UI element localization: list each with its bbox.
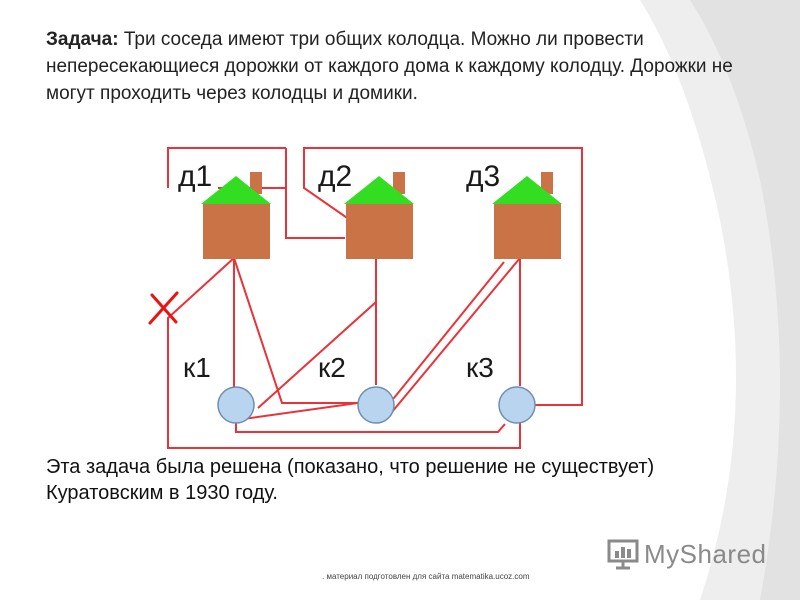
house-1-chimney [250, 172, 262, 194]
house-1-roof [201, 176, 271, 204]
path-d3-k2 [391, 257, 521, 413]
path-left-frame [167, 147, 286, 188]
house-1-wall [203, 203, 270, 259]
well-1: к1 [183, 352, 255, 424]
path-d1-k2 [233, 257, 360, 404]
house-2-chimney [393, 172, 405, 194]
house-2-label: д2 [318, 160, 352, 193]
well-1-label: к1 [183, 352, 211, 383]
well-2-circle [357, 386, 395, 424]
myshared-logo: MyShared [606, 536, 767, 572]
path-d2-k3 [303, 147, 583, 406]
house-3-chimney [541, 172, 553, 194]
result-text: Эта задача была решена (показано, что ре… [46, 456, 655, 504]
footer-source: . материал подготовлен для сайта matemat… [322, 572, 530, 581]
paths [167, 147, 583, 449]
path-d1-over-top-to-d2 [218, 148, 345, 239]
path-d1-k3-outer [167, 257, 521, 449]
house-3: д3 [466, 160, 562, 259]
well-3-circle [498, 386, 536, 424]
task-statement: Задача: Три соседа имеют три общих колод… [46, 26, 776, 107]
path-d3-k1 [235, 261, 506, 433]
task-label: Задача: [46, 29, 119, 50]
house-2-wall [346, 203, 413, 259]
well-1-circle [217, 386, 255, 424]
cross-mark [148, 291, 179, 325]
presentation-icon [607, 539, 639, 570]
well-3: к3 [466, 352, 536, 424]
house-1-label: д1 [178, 160, 212, 193]
house-1: д1 [178, 160, 271, 259]
house-2-roof [344, 176, 414, 204]
house-2: д2 [318, 160, 414, 259]
house-3-wall [494, 203, 561, 259]
well-2: к2 [318, 352, 395, 424]
task-text: Три соседа имеют три общих колодца. Можн… [46, 29, 733, 104]
well-3-label: к3 [466, 352, 494, 383]
house-3-label: д3 [466, 160, 500, 193]
house-3-roof [492, 176, 562, 204]
well-2-label: к2 [318, 352, 346, 383]
logo-text: MyShared [644, 538, 767, 569]
